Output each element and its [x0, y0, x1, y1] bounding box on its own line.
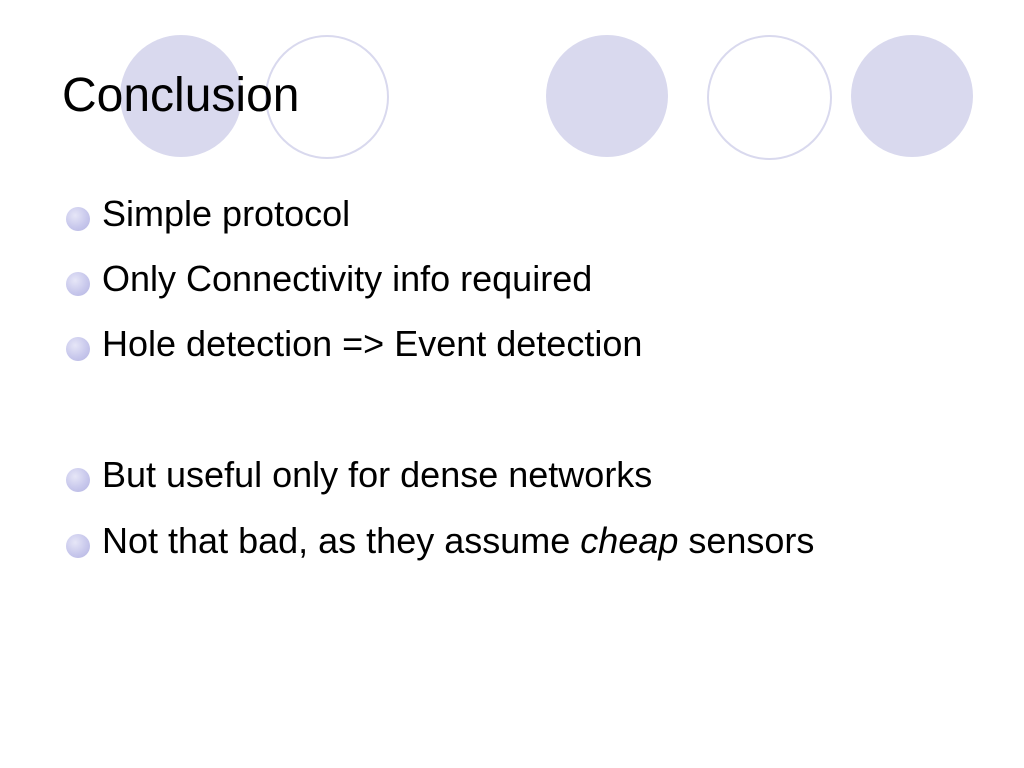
- decorative-circle-outline: [707, 35, 832, 160]
- bullet-item: Only Connectivity info required: [62, 254, 942, 304]
- bullet-text: Hole detection => Event detection: [102, 323, 643, 364]
- bullet-text-part: Not that bad, as they assume: [102, 520, 581, 561]
- decorative-circle-filled: [120, 35, 242, 157]
- decorative-circle-filled: [546, 35, 668, 157]
- bullet-item: But useful only for dense networks: [62, 450, 942, 500]
- bullet-dot-icon: [66, 207, 90, 231]
- bullet-item: Simple protocol: [62, 189, 942, 239]
- bullet-dot-icon: [66, 337, 90, 361]
- bullet-item: Not that bad, as they assume cheap senso…: [62, 516, 942, 566]
- decorative-circle-outline: [265, 35, 389, 159]
- bullet-dot-icon: [66, 272, 90, 296]
- bullet-item: Hole detection => Event detection: [62, 319, 942, 369]
- bullet-text: Simple protocol: [102, 193, 351, 234]
- bullet-text: But useful only for dense networks: [102, 454, 653, 495]
- bullet-text: Only Connectivity info required: [102, 258, 593, 299]
- slide-title: Conclusion: [62, 69, 300, 122]
- bullet-text-part: sensors: [678, 520, 815, 561]
- bullet-emphasis: cheap: [580, 520, 679, 561]
- bullet-dot-icon: [66, 534, 90, 558]
- bullet-dot-icon: [66, 468, 90, 492]
- bullet-text: Not that bad, as they assume cheap senso…: [102, 516, 942, 566]
- decorative-circle-filled: [851, 35, 973, 157]
